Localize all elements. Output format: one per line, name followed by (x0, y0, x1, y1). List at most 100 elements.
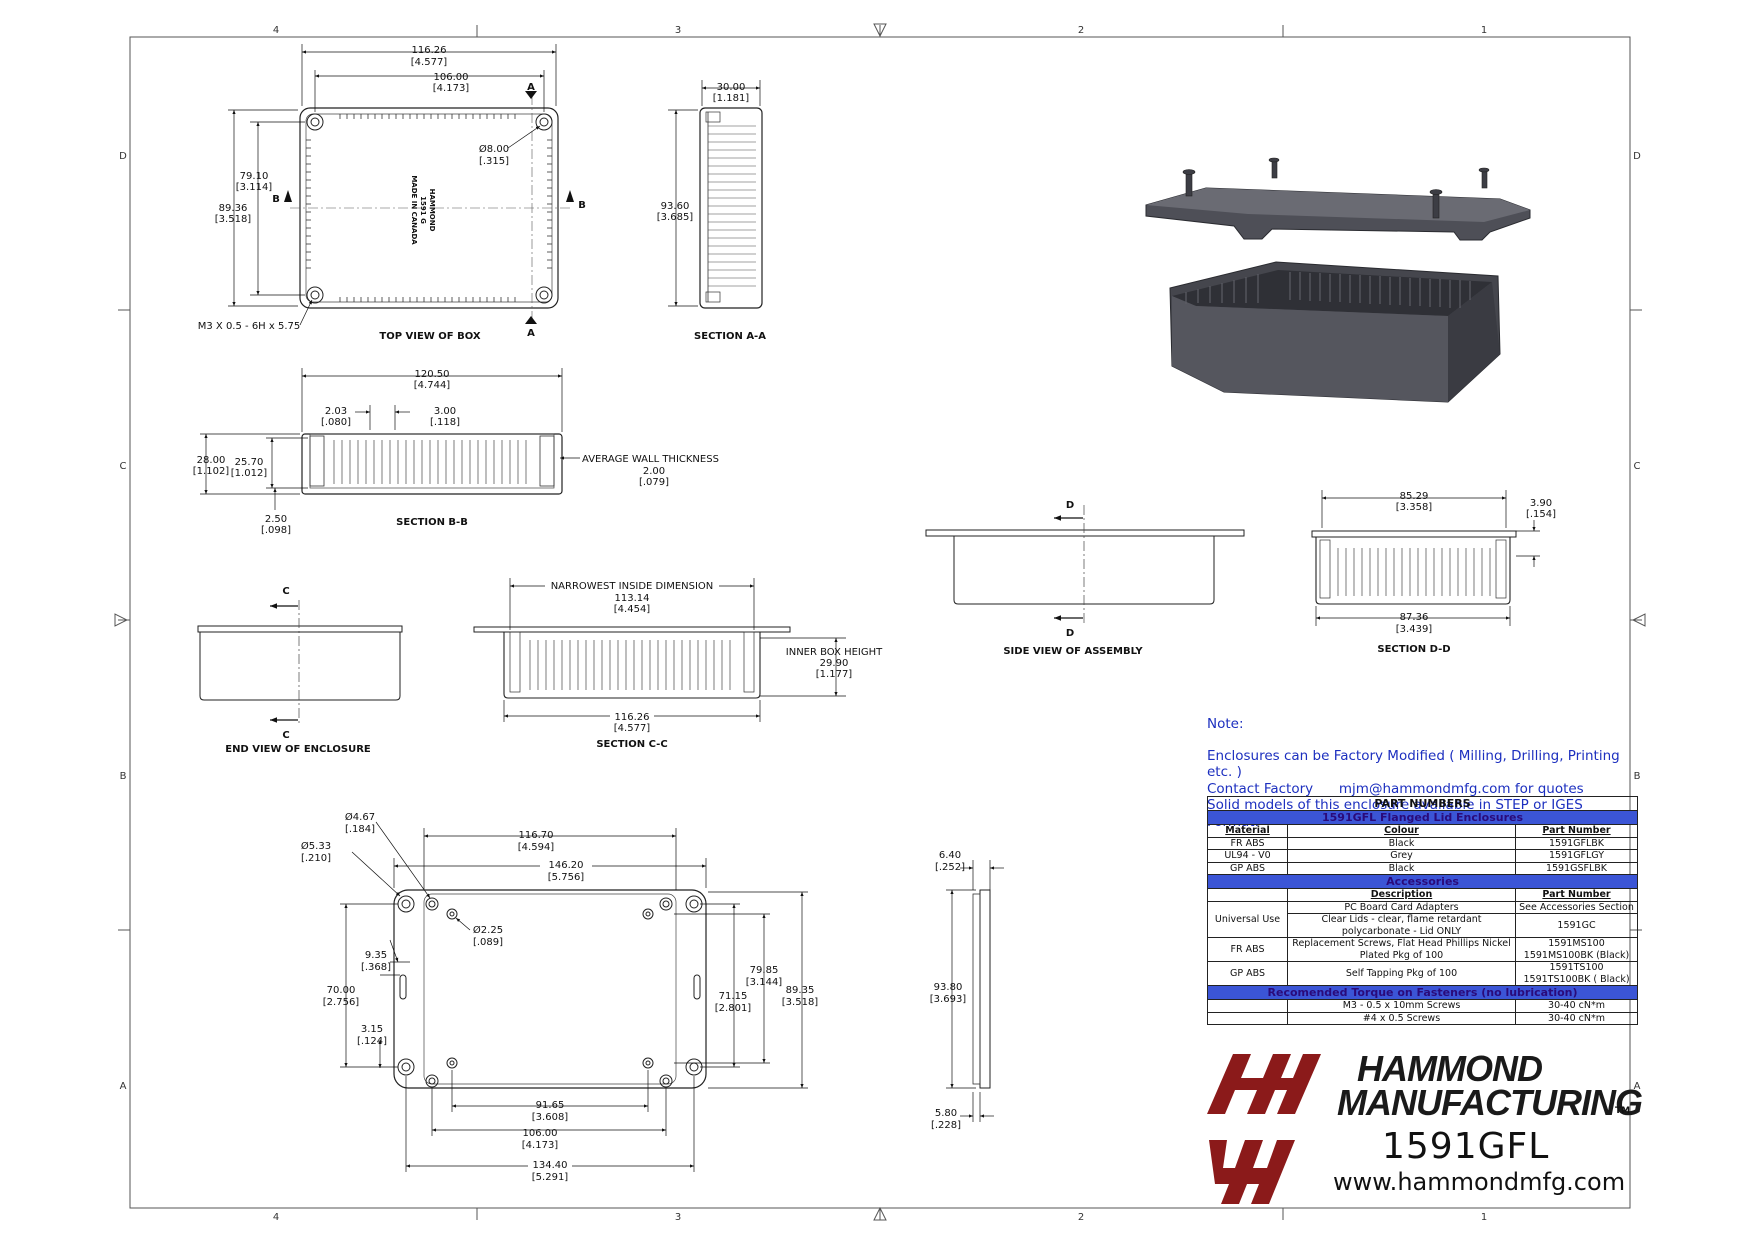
section-a-a: 30.00 [1.181] 93.60 [3.685] SECTION A-A (657, 80, 766, 342)
mark-c-top: C (282, 586, 289, 597)
dim-lid-d225: Ø2.25 (473, 924, 503, 936)
zone-row-a-left: A (120, 1081, 127, 1092)
dim-lid-d467-in: [.184] (345, 824, 375, 835)
mark-a-bottom: A (527, 328, 535, 339)
cell-gp: GP ABS (1207, 961, 1288, 986)
zone-col-3-top: 3 (675, 25, 681, 36)
top-view-title: TOP VIEW OF BOX (379, 331, 481, 342)
cell-lid-desc: Clear Lids - clear, flame retardant poly… (1287, 913, 1516, 938)
dim-dd-top-in: [3.358] (1396, 502, 1433, 513)
side-view-of-assembly: D D SIDE VIEW OF ASSEMBLY (925, 500, 1245, 657)
dim-lid-14620-in: [5.756] (548, 872, 585, 883)
dim-bb-width: 120.50 (415, 369, 450, 380)
dim-aa-height: 93.60 (661, 201, 690, 212)
section-c-c: NARROWEST INSIDE DIMENSION 113.14 [4.454… (473, 578, 883, 750)
section-d-d: 85.29 [3.358] 3.90 [.154] 87.36 [3.439] … (1311, 490, 1556, 655)
dim-lid-7000-in: [2.756] (323, 997, 360, 1008)
zone-row-b-right: B (1634, 771, 1641, 782)
dim-top-79: 79.10 (240, 171, 269, 182)
dim-lid-315-in: [.124] (357, 1036, 387, 1047)
table-row: FR ABS Replacement Screws, Flat Head Phi… (1207, 937, 1639, 962)
dim-dd-bottom-in: [3.439] (1396, 624, 1433, 635)
dim-dd-bottom: 87.36 (1400, 612, 1429, 623)
zone-col-3-bottom: 3 (675, 1212, 681, 1223)
dim-lid-7985-in: [3.144] (746, 977, 783, 988)
dim-wall-in: [.079] (639, 477, 669, 488)
zone-col-4-top: 4 (273, 25, 279, 36)
brand-line-1: HAMMOND (1357, 1048, 1543, 1089)
dim-side-640-in: [.252] (935, 862, 965, 873)
dim-bb-bottom-in: [.098] (261, 525, 291, 536)
notes-line-2: Contact Factory mjm@hammondmfg.com for q… (1207, 781, 1637, 798)
dim-lid-d467: Ø4.67 (345, 811, 375, 823)
dim-bb-rib: 2.03 (325, 406, 347, 417)
dim-dd-top: 85.29 (1400, 491, 1429, 502)
dim-top-89: 89.36 (219, 203, 248, 214)
dim-cc-narrow-in: [4.454] (614, 604, 651, 615)
dim-side-9380: 93.80 (934, 982, 963, 993)
hammond-logo-icon (1207, 1054, 1321, 1204)
zone-col-2-bottom: 2 (1078, 1212, 1084, 1223)
cell-part-number: 1591GFLBK (1514, 836, 1639, 850)
zone-labels: 4 3 2 1 4 3 2 1 D C B A D C B A (119, 25, 1641, 1223)
table-title: PART NUMBERS (1206, 796, 1639, 811)
cell-universal: Universal Use (1207, 900, 1288, 938)
dim-side-640: 6.40 (939, 850, 961, 861)
zone-col-4-bottom: 4 (273, 1212, 279, 1223)
cell-part-number: 1591GFLGY (1514, 849, 1639, 863)
cell-colour: Black (1287, 836, 1516, 850)
section-b-b: 120.50 [4.744] 2.03 [.080] 3.00 [.118] 2… (193, 368, 719, 536)
website-link[interactable]: www.hammondmfg.com (1333, 1168, 1626, 1196)
cell-torque-blank (1207, 999, 1288, 1013)
dim-bb-pitch: 3.00 (434, 406, 456, 417)
lid-side-view: 6.40 [.252] 93.80 [3.693] 5.80 [.228] (930, 850, 1004, 1131)
table-row: Universal Use PC Board Card Adapters See… (1207, 900, 1639, 938)
mold-line-3: MADE IN CANADA (410, 175, 418, 245)
title-block: HAMMOND MANUFACTURING TM 1591GFL www.ham… (1207, 1044, 1643, 1214)
mold-line-2: 1591 G (419, 196, 427, 224)
header-part-number: Part Number (1514, 824, 1639, 838)
zone-row-c-left: C (120, 461, 127, 472)
table-row: M3 - 0.5 x 10mm Screws 30-40 cN*m (1207, 999, 1639, 1013)
dim-lid-d533: Ø5.33 (301, 840, 331, 852)
table-row: GP ABS Self Tapping Pkg of 100 1591TS100… (1207, 961, 1639, 986)
mark-b-left: B (272, 194, 280, 205)
cell-torque-blank (1207, 1011, 1288, 1025)
dim-lid-14620: 146.20 (549, 860, 584, 871)
table-row: #4 x 0.5 Screws 30-40 cN*m (1207, 1011, 1639, 1025)
dim-top-inner-in: [4.173] (433, 83, 470, 94)
section-cc-title: SECTION C-C (596, 739, 667, 750)
header-blank (1207, 888, 1288, 902)
zone-col-2-top: 2 (1078, 25, 1084, 36)
top-view-of-box: HAMMOND 1591 G MADE IN CANADA 116.26 [4.… (198, 44, 586, 342)
dim-lid-935-in: [.368] (361, 962, 391, 973)
mark-c-bottom: C (282, 730, 289, 741)
dim-side-580-in: [.228] (931, 1120, 961, 1131)
cell-fr: FR ABS (1207, 937, 1288, 962)
cell-part-number: 1591GSFLBK (1514, 861, 1639, 875)
mold-text: HAMMOND 1591 G MADE IN CANADA (410, 175, 436, 245)
notes-email[interactable]: mjm@hammondmfg.com for quotes (1338, 780, 1584, 797)
cell-colour: Grey (1287, 849, 1516, 863)
dim-bb-h-inner: 25.70 (235, 457, 264, 468)
dim-lid-10600-in: [4.173] (522, 1140, 559, 1151)
dim-thread: M3 X 0.5 - 6H x 5.75 (198, 321, 301, 332)
dim-hole-dia: Ø8.00 (479, 143, 509, 155)
dim-lid-11670-in: [4.594] (518, 842, 555, 853)
dim-aa-width: 30.00 (717, 82, 746, 93)
band-enclosures: 1591GFL Flanged Lid Enclosures (1206, 810, 1639, 825)
dim-lid-13440: 134.40 (533, 1160, 568, 1171)
dim-cc-inner-h-in: [1.177] (816, 669, 853, 680)
table-row: GP ABS Black 1591GSFLBK (1207, 861, 1639, 875)
dim-aa-height-in: [3.685] (657, 212, 694, 223)
cell-material: GP ABS (1207, 861, 1288, 875)
dim-lid-11670: 116.70 (519, 830, 554, 841)
zone-col-1-bottom: 1 (1481, 1212, 1487, 1223)
dim-lid-9165-in: [3.608] (532, 1112, 569, 1123)
brand-line-2: MANUFACTURING (1337, 1082, 1643, 1123)
dim-lid-8935: 89.35 (786, 985, 815, 996)
cell-torque-desc: #4 x 0.5 Screws (1287, 1011, 1516, 1025)
dim-lid-935: 9.35 (365, 950, 387, 961)
dim-top-79-in: [3.114] (236, 182, 273, 193)
